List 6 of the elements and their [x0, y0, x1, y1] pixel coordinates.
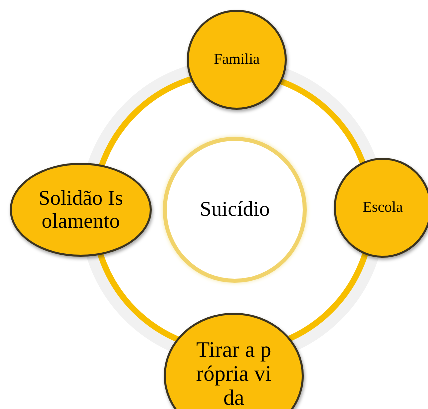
node-label: Escola [362, 200, 404, 216]
topic-circle [164, 313, 304, 409]
node-label: Solidão Isolamento [38, 186, 124, 234]
node-label: Suicídio [198, 198, 271, 222]
node-label: Tirar a própria vida [196, 338, 272, 409]
node-label: Familia [213, 52, 261, 68]
